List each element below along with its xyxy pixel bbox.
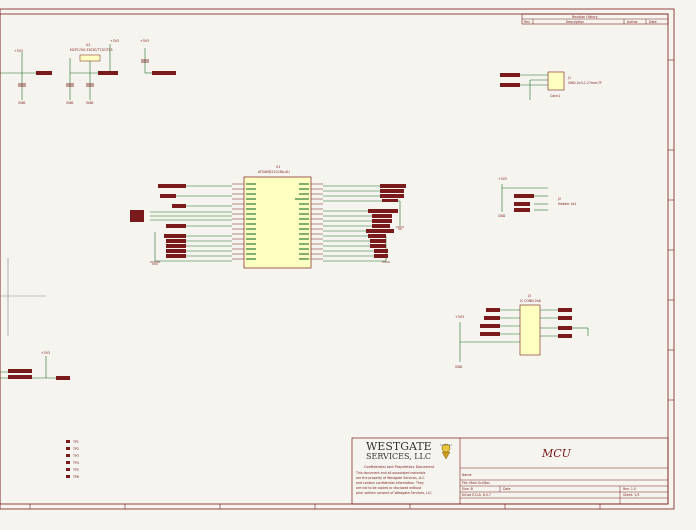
j3-ref: J3 bbox=[527, 294, 531, 298]
net-label-swclk bbox=[500, 83, 520, 87]
mcu-right-pins bbox=[311, 183, 323, 260]
mcu-pin-name-marks bbox=[246, 183, 309, 260]
company-name-line1: WESTGATE bbox=[366, 440, 432, 453]
mcu-left-net-labels bbox=[130, 184, 186, 258]
crosshair-cursor-icon bbox=[0, 258, 46, 336]
rev-label: Rev: 1.0 bbox=[623, 487, 636, 491]
confidential-heading: Confidential and Proprietary Document bbox=[364, 465, 435, 469]
net-label-j3-3 bbox=[480, 324, 500, 328]
test-point-4: TP4 bbox=[72, 461, 79, 465]
net-label-j3-6 bbox=[558, 316, 572, 320]
confidential-line-5: prior written consent of Westgate Servic… bbox=[356, 491, 433, 495]
gnd-label-1: GND bbox=[18, 101, 26, 105]
net-label-j3-4 bbox=[480, 332, 500, 336]
file-label: File: Main.SchDoc bbox=[462, 481, 490, 485]
kicad-label: KiCad E.D.A. 8.0.7 bbox=[462, 493, 491, 497]
test-point-1: TP1 bbox=[72, 440, 79, 444]
j1-label: Conn1 bbox=[550, 94, 560, 98]
regulator-value: MCP1700-3302E/TT-SOT23 bbox=[70, 48, 113, 52]
mcu-ground-symbols bbox=[150, 226, 404, 265]
net-label-vbus bbox=[98, 71, 118, 75]
mcu-ref: U1 bbox=[276, 165, 280, 169]
title-block: WESTGATE SERVICES, LLC Confidential and … bbox=[351, 437, 669, 505]
mcu-left-pins bbox=[232, 183, 244, 260]
connector-j1[interactable]: J1 SWD-2x3-1.27mm-TF Conn1 bbox=[500, 71, 602, 100]
net-label-j3-8 bbox=[558, 334, 572, 338]
net-label-j3-7 bbox=[558, 326, 572, 330]
j1-ref: J1 bbox=[567, 76, 571, 80]
net-label-reset bbox=[8, 369, 32, 373]
test-point-2: TP2 bbox=[72, 447, 79, 451]
connector-j2[interactable]: J2 Header 4x1 +3V3 GND bbox=[498, 177, 577, 218]
sheet-border bbox=[0, 8, 675, 510]
net-label-j3-1 bbox=[486, 308, 500, 312]
j2-power-label: +3V3 bbox=[498, 177, 507, 181]
confidential-line-3: and contain confidential information. Th… bbox=[356, 481, 424, 485]
revision-table-title: Revision History bbox=[572, 15, 598, 19]
regulator-u2[interactable]: U2 MCP1700-3302E/TT-SOT23 bbox=[70, 43, 113, 62]
j2-gnd-label: GND bbox=[498, 214, 506, 218]
mcu-right-net-labels bbox=[366, 184, 406, 258]
revision-col-description: Description bbox=[566, 20, 584, 24]
revision-col-date: Date bbox=[649, 20, 657, 24]
sheet-number-label: Sheet: 1/3 bbox=[623, 493, 639, 497]
net-label-j3-2 bbox=[484, 316, 500, 320]
j3-gnd-label: GND bbox=[455, 365, 463, 369]
mcu-value: ATSAMD21G18A-AU bbox=[258, 170, 290, 174]
net-label-rx bbox=[514, 202, 530, 206]
net-label-out bbox=[56, 376, 70, 380]
sheet-title: MCU bbox=[541, 447, 572, 460]
gnd-label-3: GND bbox=[86, 101, 94, 105]
revision-table: Revision History Rev Description Author … bbox=[521, 13, 669, 25]
mcu-u1[interactable]: U1 ATSAMD21G18A-AU bbox=[232, 165, 323, 269]
power-label-vin: +3V3 bbox=[14, 49, 23, 53]
date-label: Date bbox=[503, 487, 511, 491]
power-section-topleft: U2 MCP1700-3302E/TT-SOT23 +3V3 +3V3 +3V3… bbox=[0, 39, 176, 105]
test-point-3: TP3 bbox=[72, 454, 79, 458]
test-point-5: TP5 bbox=[72, 468, 79, 472]
net-label-j3-5 bbox=[558, 308, 572, 312]
regulator-ref: U2 bbox=[86, 43, 90, 47]
size-label: Size: B bbox=[462, 487, 473, 491]
net-label-v33 bbox=[152, 71, 176, 75]
company-logo-icon bbox=[440, 443, 452, 460]
name-label: Name bbox=[462, 473, 471, 477]
power-label-vbus: +3V3 bbox=[110, 39, 119, 43]
j3-power-label: +3V3 bbox=[455, 315, 464, 319]
confidential-line-4: are not to be copied or disclosed withou… bbox=[356, 486, 422, 490]
power-section-bottomleft: +3V3 bbox=[0, 351, 70, 380]
company-name-line2: SERVICES, LLC bbox=[366, 452, 431, 461]
revision-col-rev: Rev bbox=[524, 20, 530, 24]
power-label-3v3: +3V3 bbox=[140, 39, 149, 43]
net-label-tx bbox=[514, 194, 534, 198]
gnd-label-2: GND bbox=[66, 101, 74, 105]
capacitor-icons bbox=[18, 59, 149, 87]
j1-value: SWD-2x3-1.27mm-TF bbox=[568, 81, 602, 85]
j3-label: IC CONN 2x8 bbox=[520, 299, 541, 303]
net-label-swdio bbox=[500, 73, 520, 77]
net-label-vin bbox=[36, 71, 52, 75]
test-points: TP1 TP2 TP3 TP4 TP5 TP6 bbox=[66, 440, 79, 479]
j2-label: Header 4x1 bbox=[558, 202, 577, 206]
net-label-io bbox=[514, 208, 530, 212]
border-ticks bbox=[29, 59, 674, 509]
j2-ref: J2 bbox=[557, 197, 561, 201]
connector-j3[interactable]: J3 IC CONN 2x8 +3V3 GND bbox=[455, 294, 589, 369]
confidential-line-1: This document and all associated materia… bbox=[355, 471, 426, 475]
bottomleft-power-label: +3V3 bbox=[41, 351, 50, 355]
revision-col-author: Author bbox=[627, 20, 638, 24]
test-point-6: TP6 bbox=[72, 475, 79, 479]
net-label-led bbox=[8, 375, 32, 379]
confidential-line-2: are the property of Westgate Services, L… bbox=[356, 476, 425, 480]
